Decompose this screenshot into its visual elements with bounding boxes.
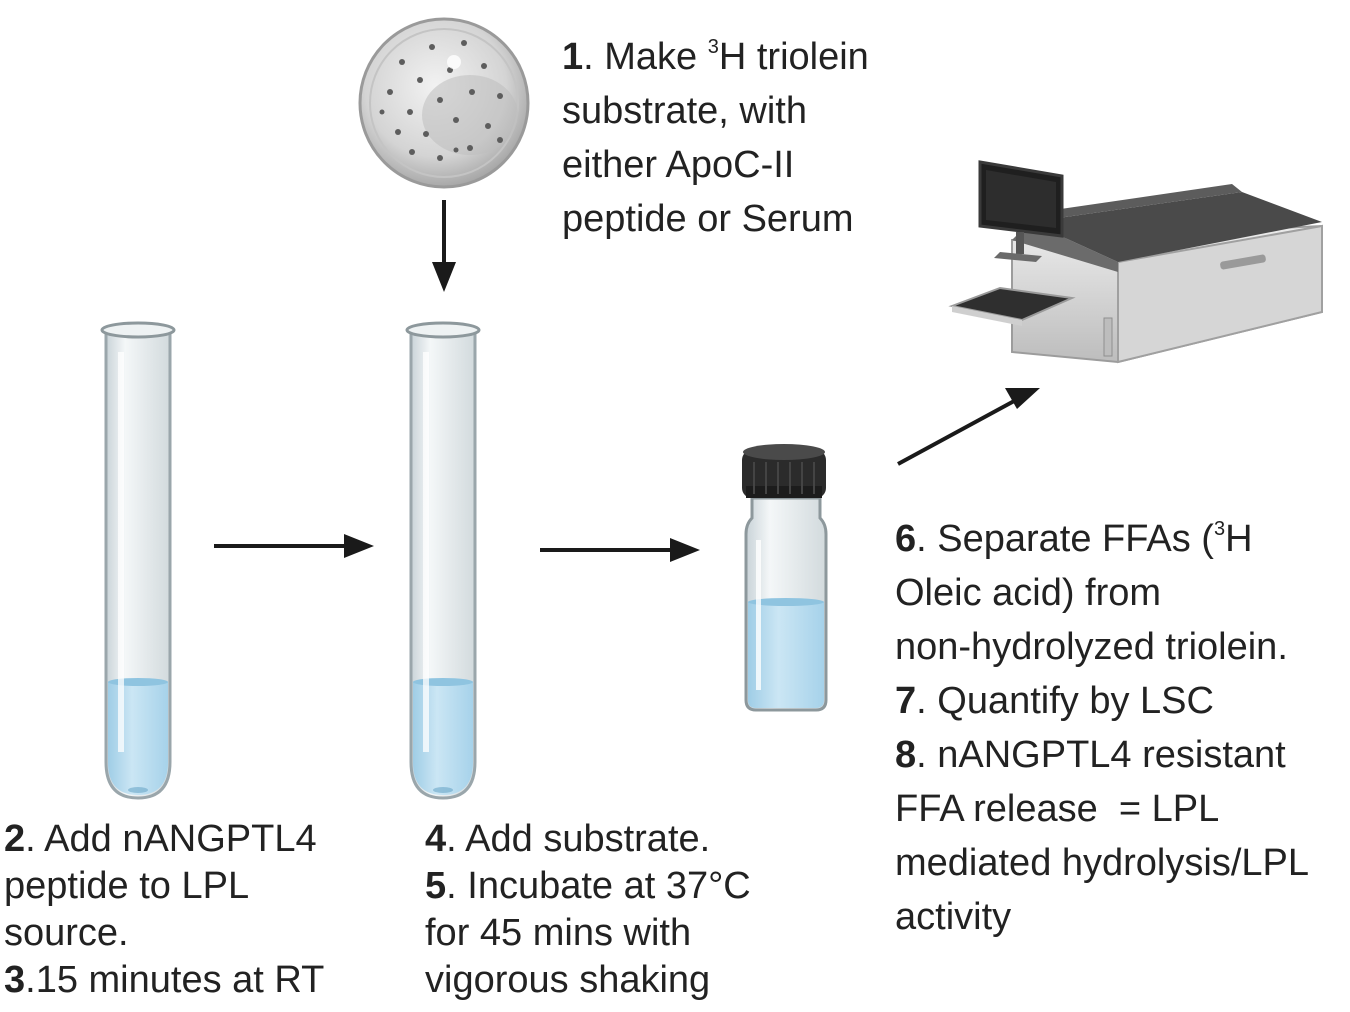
step-8-line-4: activity [895,896,1012,938]
step-6-post: H [1225,518,1253,560]
step-1-post: H triolein [718,36,869,78]
arrow-right-2-icon [540,538,700,562]
step-4-5-text: 4. Add substrate. 5. Incubate at 37°C fo… [425,816,751,1004]
step-4-line-1: . Add substrate. [446,818,711,860]
step-8-number: 8 [895,734,917,776]
step-3-line-1: .15 minutes at RT [25,959,325,1001]
step-4-number: 4 [425,818,447,860]
step-2-line-1: . Add nANGPTL4 [25,818,317,860]
step-1-superscript: 3 [707,36,719,58]
step-7-number: 7 [895,680,917,722]
step-1-line-2: substrate, with [562,90,807,132]
step-1-line-3: either ApoC-II [562,144,795,186]
step-6-8-text: 6. Separate FFAs (3H Oleic acid) from no… [895,512,1309,944]
step-6-superscript: 3 [1213,518,1226,540]
step-7-line-1: . Quantify by LSC [916,680,1214,722]
arrow-right-1-icon [214,534,374,558]
substrate-plate-icon [358,17,530,189]
step-2-line-3: source. [4,912,129,954]
step-8-line-3: mediated hydrolysis/LPL [895,842,1309,884]
step-1-number: 1 [562,36,584,78]
scintillation-vial-icon [742,444,828,712]
step-6-number: 6 [895,518,917,560]
test-tube-1-icon [100,321,176,800]
scintillation-counter-icon [948,160,1323,364]
step-6-pre: . Separate FFAs ( [916,518,1214,560]
step-5-number: 5 [425,865,447,907]
step-1-line-4: peptide or Serum [562,198,854,240]
arrow-down-icon [432,200,456,292]
step-1-text: 1. Make 3H triolein substrate, with eith… [562,30,869,246]
step-5-line-3: vigorous shaking [425,959,711,1001]
test-tube-2-icon [405,321,481,800]
arrow-diagonal-icon [897,388,1040,466]
step-6-line-3: non-hydrolyzed triolein. [895,626,1288,668]
step-2-number: 2 [4,818,26,860]
step-5-line-1: . Incubate at 37°C [446,865,751,907]
step-3-number: 3 [4,959,26,1001]
step-8-line-2: FFA release = LPL [895,788,1220,830]
step-5-line-2: for 45 mins with [425,912,692,954]
step-6-line-2: Oleic acid) from [895,572,1162,614]
step-2-line-2: peptide to LPL [4,865,250,907]
step-2-3-text: 2. Add nANGPTL4 peptide to LPL source. 3… [4,816,324,1004]
step-1-pre: . Make [583,36,708,78]
step-8-line-1: . nANGPTL4 resistant [916,734,1286,776]
